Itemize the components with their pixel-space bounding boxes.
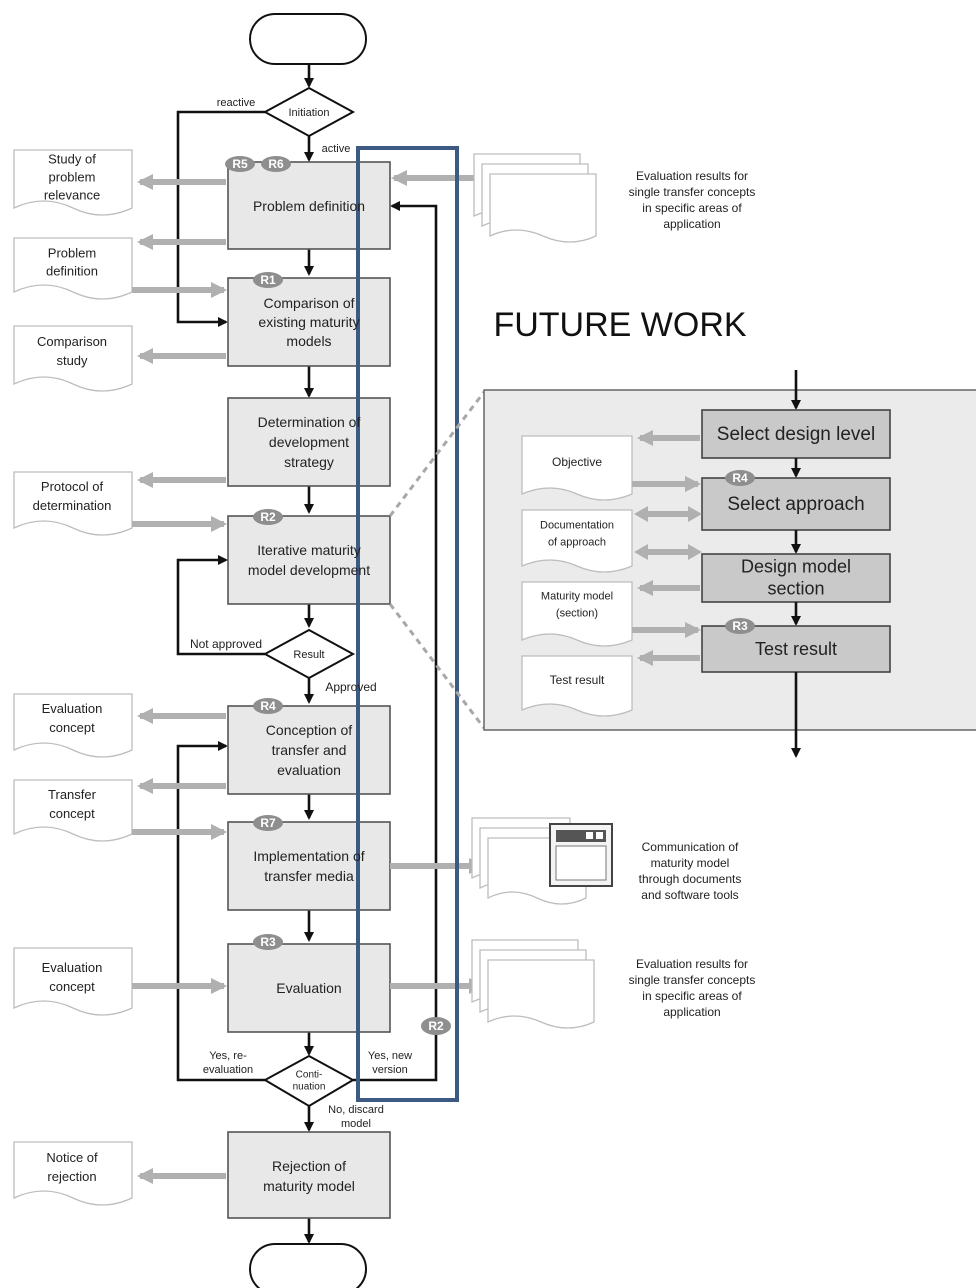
process-conception: [227, 705, 391, 795]
detail-doc-test-result-label: Test result: [550, 673, 605, 687]
doc-evaluation-concept-2: [13, 947, 133, 1016]
continuation-decision: [262, 1054, 356, 1108]
callout-line: [388, 603, 486, 729]
test-result-label: Test result: [755, 639, 837, 659]
evaluation-label: Evaluation: [276, 980, 341, 996]
svg-text:R5: R5: [232, 157, 248, 171]
start-terminator: [249, 13, 367, 65]
detail-doc-objective: [521, 435, 633, 501]
initiation-label: Initiation: [289, 107, 330, 119]
doc-transfer-concept: [13, 779, 133, 842]
svg-text:R4: R4: [260, 699, 276, 713]
process-problem-definition: [227, 161, 391, 250]
new-version-arrow: [353, 201, 438, 1082]
arrowheads: [634, 544, 702, 560]
detail-design-model-section: [701, 553, 891, 603]
doc-protocol: [13, 471, 133, 536]
continuation-label: Conti-nuation: [293, 1070, 326, 1093]
detail-doc-test-result: [521, 655, 633, 717]
svg-text:R4: R4: [732, 471, 748, 485]
badge-r1: R1: [253, 272, 283, 288]
doc-study-relevance: [13, 149, 133, 216]
result-label: Result: [293, 649, 324, 661]
stacked-docs-bottom: [471, 939, 595, 1029]
process-determination: [227, 397, 391, 487]
not-approved-arrow: [176, 555, 265, 656]
problem-definition-label: Problem definition: [253, 198, 365, 214]
reactive-label: reactive: [217, 97, 256, 109]
highlight-frame: [356, 146, 459, 1102]
badge-r4-detail: R4: [725, 470, 755, 486]
svg-text:R3: R3: [732, 619, 748, 633]
svg-text:R7: R7: [260, 816, 276, 830]
reactive-arrow: [176, 110, 265, 327]
process-rejection: [227, 1131, 391, 1219]
process-evaluation: [227, 943, 391, 1033]
doc-problem-definition: [13, 237, 133, 300]
svg-text:R3: R3: [260, 935, 276, 949]
svg-text:R6: R6: [268, 157, 284, 171]
doc-notice-rejection: [13, 1141, 133, 1206]
svg-text:R2: R2: [260, 510, 276, 524]
detail-doc-maturity-model: [521, 581, 633, 647]
doc-comparison-study: [13, 325, 133, 392]
arrowheads: [634, 506, 702, 522]
stacked-docs-top: [473, 153, 597, 243]
detail-doc-objective-label: Objective: [552, 455, 602, 469]
reevaluation-arrow: [176, 741, 265, 1082]
process-implementation: [227, 821, 391, 911]
badge-r2-loop: R2: [421, 1017, 451, 1035]
not-approved-label: Not approved: [190, 637, 262, 651]
detail-doc-documentation: [521, 509, 633, 573]
svg-text:R1: R1: [260, 273, 276, 287]
badge-r7: R7: [253, 815, 283, 831]
process-iterative-development: [227, 515, 391, 605]
detail-test-result: [701, 625, 891, 673]
active-label: active: [322, 143, 351, 155]
select-approach-label: Select approach: [727, 494, 864, 515]
initiation-decision: [262, 86, 356, 138]
badge-r6: R6: [261, 156, 291, 172]
detail-select-approach: [701, 477, 891, 531]
result-decision: [262, 628, 356, 680]
select-design-level-label: Select design level: [717, 424, 875, 445]
yes-reevaluation-label: Yes, re-evaluation: [203, 1050, 253, 1076]
badge-r2: R2: [253, 509, 283, 525]
badge-r5: R5: [225, 156, 255, 172]
process-comparison: [227, 277, 391, 367]
detail-doc-maturity-model-label: Maturity model(section): [541, 590, 613, 619]
future-work-title: FUTURE WORK: [493, 306, 746, 344]
badge-r3-detail: R3: [725, 618, 755, 634]
doc-evaluation-concept: [13, 693, 133, 758]
end-terminator: [249, 1243, 367, 1288]
badge-r4: R4: [253, 698, 283, 714]
callout-line: [388, 391, 486, 517]
badge-r3: R3: [253, 934, 283, 950]
software-window-icon: [549, 823, 613, 887]
svg-text:R2: R2: [428, 1019, 444, 1033]
approved-label: Approved: [325, 680, 376, 694]
